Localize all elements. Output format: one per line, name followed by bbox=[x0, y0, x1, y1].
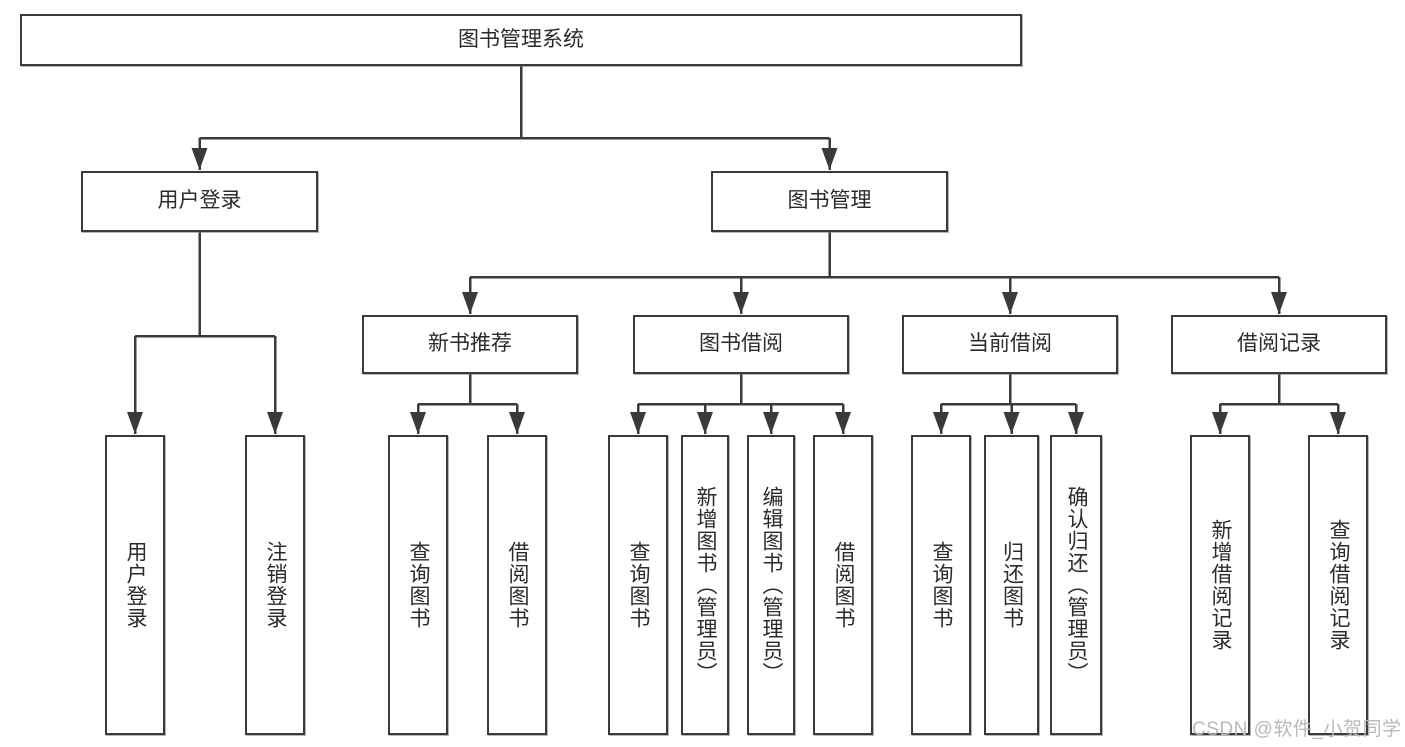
arrow-head-icon bbox=[410, 412, 426, 434]
node-book-borrow[interactable]: 图书借阅 bbox=[633, 315, 849, 374]
arrow-head-icon bbox=[462, 292, 478, 314]
arrow-head-icon bbox=[630, 412, 646, 434]
arrow-head-icon bbox=[509, 412, 525, 434]
arrow-head-icon bbox=[933, 412, 949, 434]
node-label: 当前借阅 bbox=[968, 332, 1052, 356]
node-label: 归还图书 bbox=[1000, 541, 1024, 629]
node-leaf-borrow-book-1[interactable]: 借阅图书 bbox=[487, 435, 547, 735]
node-label: 编辑图书（管理员） bbox=[760, 486, 784, 684]
node-leaf-query-book-2[interactable]: 查询图书 bbox=[608, 435, 668, 735]
node-label: 注销登录 bbox=[264, 541, 288, 629]
node-label: 图书管理系统 bbox=[458, 27, 584, 51]
node-leaf-edit-book[interactable]: 编辑图书（管理员） bbox=[747, 435, 795, 735]
node-leaf-return-book[interactable]: 归还图书 bbox=[984, 435, 1039, 735]
arrow-head-icon bbox=[763, 412, 779, 434]
node-leaf-confirm-return[interactable]: 确认归还（管理员） bbox=[1050, 435, 1102, 735]
node-label: 借阅记录 bbox=[1237, 332, 1321, 356]
node-label: 图书借阅 bbox=[699, 332, 783, 356]
arrow-head-icon bbox=[1212, 412, 1228, 434]
arrow-head-icon bbox=[1271, 292, 1287, 314]
node-label: 新增借阅记录 bbox=[1209, 519, 1233, 651]
node-label: 确认归还（管理员） bbox=[1065, 486, 1089, 684]
node-label: 查询图书 bbox=[627, 541, 651, 629]
node-label: 图书管理 bbox=[787, 189, 872, 213]
arrow-head-icon bbox=[1330, 412, 1346, 434]
node-label: 借阅图书 bbox=[832, 541, 856, 629]
arrow-head-icon bbox=[267, 412, 283, 434]
node-label: 借阅图书 bbox=[506, 541, 530, 629]
node-current-borrow[interactable]: 当前借阅 bbox=[902, 315, 1118, 374]
node-label: 查询借阅记录 bbox=[1327, 519, 1351, 651]
node-book-manage[interactable]: 图书管理 bbox=[711, 171, 948, 232]
arrow-head-icon bbox=[191, 148, 208, 170]
node-label: 用户登录 bbox=[157, 189, 242, 213]
node-label: 用户登录 bbox=[124, 541, 148, 629]
node-root[interactable]: 图书管理系统 bbox=[20, 14, 1022, 66]
arrow-head-icon bbox=[127, 412, 143, 434]
node-label: 查询图书 bbox=[407, 541, 431, 629]
arrow-head-icon bbox=[697, 412, 713, 434]
node-label: 新书推荐 bbox=[428, 332, 512, 356]
node-leaf-add-record[interactable]: 新增借阅记录 bbox=[1190, 435, 1250, 735]
arrow-head-icon bbox=[1068, 412, 1084, 434]
node-label: 查询图书 bbox=[930, 541, 954, 629]
node-new-book-rec[interactable]: 新书推荐 bbox=[362, 315, 578, 374]
node-leaf-query-record[interactable]: 查询借阅记录 bbox=[1308, 435, 1368, 735]
arrow-head-icon bbox=[1003, 412, 1020, 434]
node-label: 新增图书（管理员） bbox=[694, 486, 718, 684]
node-leaf-query-book-3[interactable]: 查询图书 bbox=[911, 435, 971, 735]
node-leaf-add-book[interactable]: 新增图书（管理员） bbox=[681, 435, 729, 735]
node-borrow-record[interactable]: 借阅记录 bbox=[1171, 315, 1387, 374]
node-leaf-user-login[interactable]: 用户登录 bbox=[105, 435, 165, 735]
arrow-head-icon bbox=[1002, 292, 1018, 314]
node-leaf-query-book-1[interactable]: 查询图书 bbox=[388, 435, 448, 735]
arrow-head-icon bbox=[821, 148, 838, 170]
arrow-head-icon bbox=[733, 292, 749, 314]
node-leaf-borrow-book-2[interactable]: 借阅图书 bbox=[813, 435, 873, 735]
arrow-head-icon bbox=[835, 412, 851, 434]
node-leaf-logout[interactable]: 注销登录 bbox=[245, 435, 305, 735]
node-user-login[interactable]: 用户登录 bbox=[81, 171, 318, 232]
